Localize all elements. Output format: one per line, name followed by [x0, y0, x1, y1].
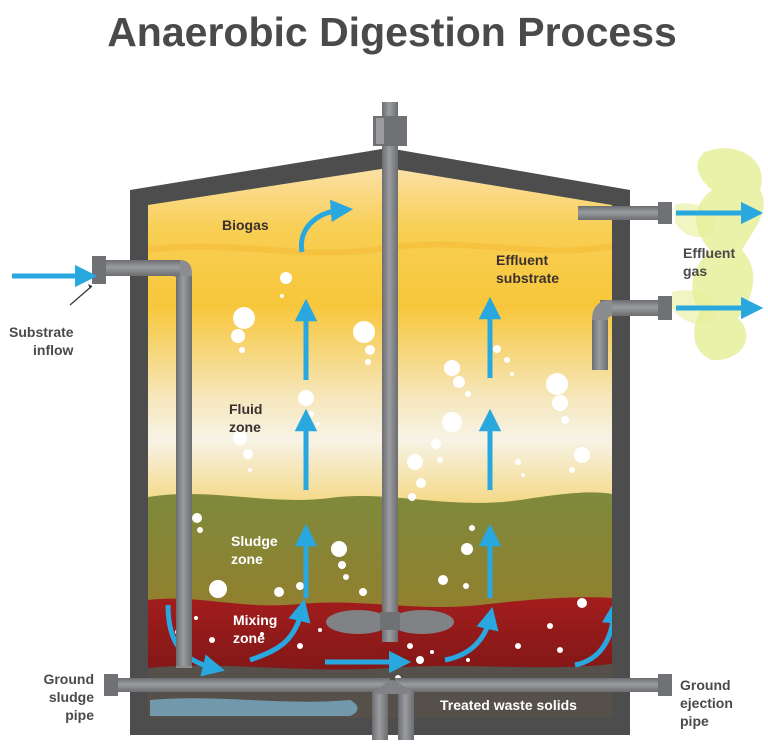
label-fluid-zone-2: zone [229, 419, 261, 435]
label-sludge-zone-2: zone [231, 551, 263, 567]
label-ground-ejection-pipe-3: pipe [680, 713, 709, 729]
inflow-leader-line [69, 285, 93, 306]
ground-sludge-pipe [104, 674, 390, 696]
label-mixing-zone-1: Mixing [233, 612, 277, 628]
label-ground-sludge-pipe-3: pipe [65, 707, 94, 723]
label-ground-ejection-pipe-2: ejection [680, 695, 733, 711]
label-effluent-substrate-1: Effluent [496, 252, 548, 268]
ground-ejection-pipe [395, 674, 672, 696]
label-ground-ejection-pipe-1: Ground [680, 677, 731, 693]
label-treated-waste-solids: Treated waste solids [440, 697, 577, 713]
effluent-substrate-pipe [592, 296, 672, 370]
label-substrate-inflow-1: Substrate [9, 324, 74, 340]
effluent-gas-pipe [578, 202, 672, 224]
diagram-title: Anaerobic Digestion Process [107, 9, 677, 55]
label-effluent-gas-2: gas [683, 263, 707, 279]
label-sludge-zone-1: Sludge [231, 533, 278, 549]
label-effluent-substrate-2: substrate [496, 270, 559, 286]
label-substrate-inflow-2: inflow [33, 342, 74, 358]
label-ground-sludge-pipe-1: Ground [43, 671, 94, 687]
label-biogas: Biogas [222, 217, 269, 233]
substrate-inflow-pipe [92, 256, 192, 668]
bubbles [175, 272, 590, 693]
label-fluid-zone-1: Fluid [229, 401, 262, 417]
mixer-assembly [326, 102, 454, 642]
label-ground-sludge-pipe-2: sludge [49, 689, 94, 705]
label-mixing-zone-2: zone [233, 630, 265, 646]
drain-outlet [372, 680, 414, 740]
label-effluent-gas-1: Effluent [683, 245, 735, 261]
